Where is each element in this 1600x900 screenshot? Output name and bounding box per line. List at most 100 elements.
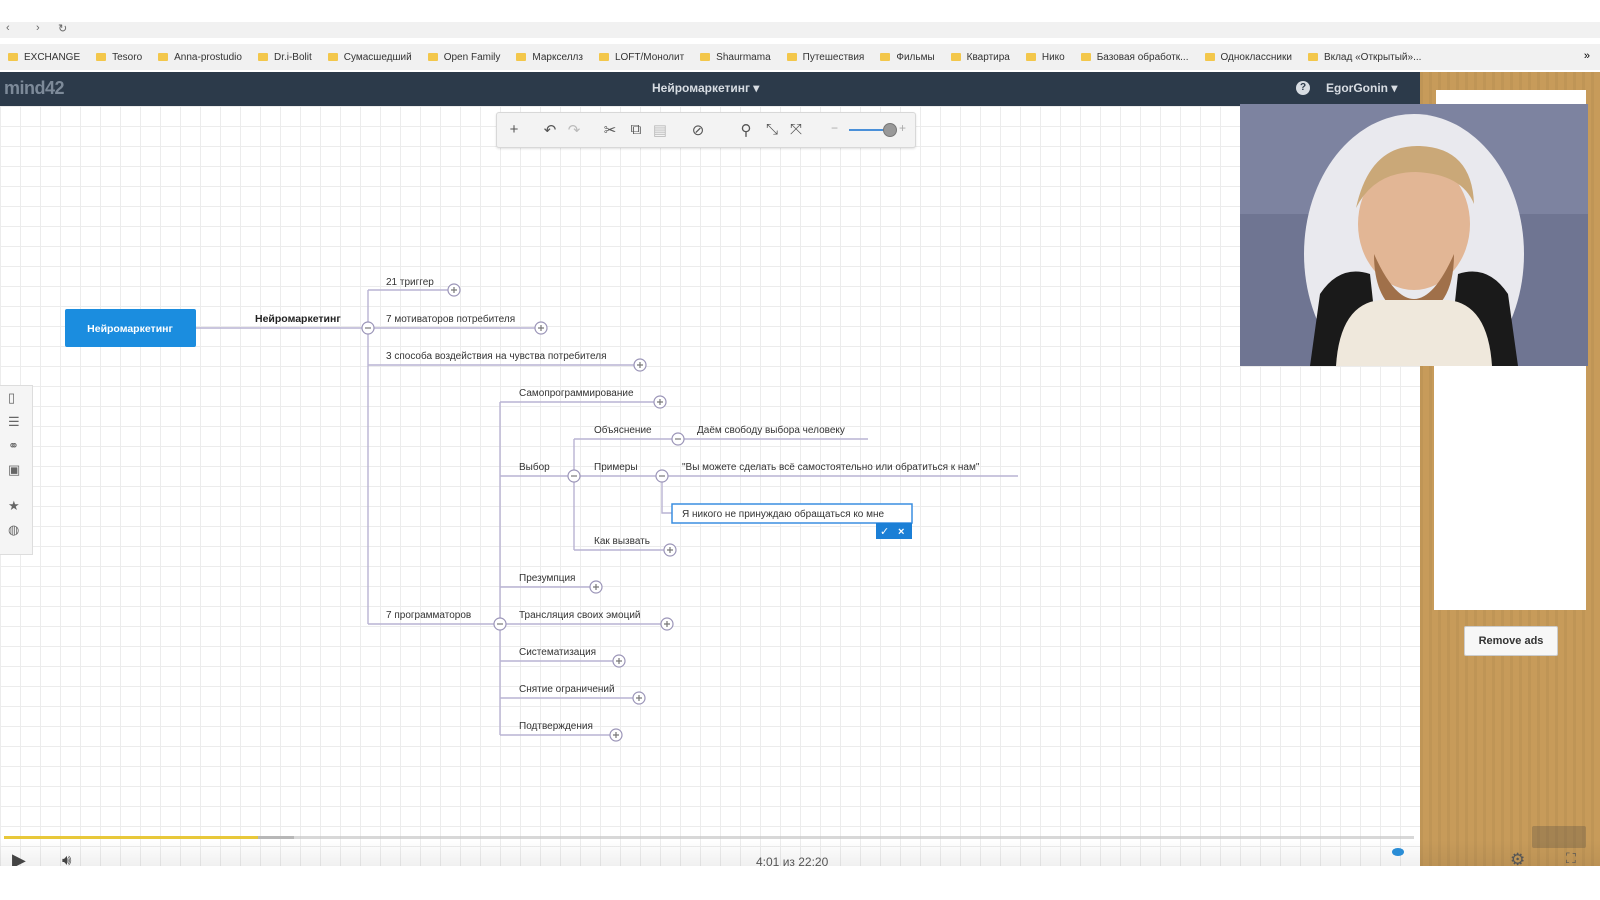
ad-slot [1434,366,1586,610]
root-node[interactable] [65,309,196,347]
node-quote[interactable]: "Вы можете сделать всё самостоятельно ил… [682,461,980,473]
play-icon[interactable]: ▶ [12,850,26,870]
ad-slot-top [1436,90,1586,104]
copy-icon[interactable]: ⧉ [630,121,642,138]
palette-icon[interactable]: ◍ [8,522,20,537]
mindmap-svg: Нейромаркетинг Нейромаркетинг 21 триггер… [65,277,1018,742]
bookmark-item[interactable]: Сумасшедший [327,52,412,63]
zoom-out-icon[interactable]: − [831,121,839,135]
bookmark-label: Dr.i-Bolit [273,51,312,63]
reload-icon[interactable]: ↻ [58,23,68,35]
volume-icon[interactable]: 🔊︎ [62,852,72,869]
image-icon[interactable]: ▣ [8,462,21,477]
undo-icon[interactable]: ↶ [543,122,557,139]
folder-icon [8,53,18,61]
node-limits[interactable]: Снятие ограничений [519,684,615,695]
bookmark-item[interactable]: EXCHANGE [8,52,80,63]
plus-icon [657,399,663,405]
bookmark-label: Квартира [966,51,1010,63]
node-system[interactable]: Систематизация [519,647,596,658]
video-progress-track[interactable] [4,836,1414,839]
bookmark-item[interactable]: Open Family [427,52,500,63]
zoom-slider-handle[interactable] [883,123,897,137]
folder-icon [950,53,961,61]
address-bar[interactable] [0,22,1600,38]
node-explain[interactable]: Объяснение [594,424,652,436]
hub-node-label[interactable]: Нейромаркетинг [255,313,341,325]
fullscreen-icon[interactable]: ⛶ [1566,850,1576,866]
quality-badge[interactable] [1532,826,1586,848]
expand-all-icon[interactable]: ⤡ [765,121,778,138]
folder-icon [700,53,711,61]
bookmark-item[interactable]: Маркселлз [516,52,583,63]
back-icon[interactable]: ‹ [6,22,10,34]
folder-icon [516,53,527,61]
app-logo[interactable]: mind42 [4,78,65,98]
plus-icon [667,547,673,553]
settings-icon[interactable]: ⚙ [1510,850,1526,869]
node-freedom[interactable]: Даём свободу выбора человеку [697,424,845,436]
link-icon[interactable]: ⚭ [8,438,19,453]
remove-ads-button[interactable]: Remove ads [1464,626,1558,656]
edit-node-text: Я никого не принуждаю обращаться ко мне [682,508,885,520]
add-node-icon[interactable]: + [509,121,519,138]
bookmark-item[interactable]: Tesoro [96,52,142,63]
redo-icon[interactable]: ↷ [567,122,581,139]
node-translate[interactable]: Трансляция своих эмоций [519,610,641,621]
bookmark-item[interactable]: LOFT/Монолит [598,52,684,63]
bookmark-item[interactable]: Одноклассники [1204,52,1292,63]
node-3-ways[interactable]: 3 способа воздействия на чувства потреби… [386,350,607,362]
folder-icon [158,53,169,61]
plus-icon [637,362,643,368]
user-menu[interactable]: EgorGonin ▾ [1326,81,1398,95]
bookmark-item[interactable]: Shaurmama [700,51,771,63]
mindmap-canvas[interactable]: Нейромаркетинг Нейромаркетинг 21 триггер… [0,106,1420,866]
bookmark-label: Shaurmama [716,51,771,63]
bookmark-item[interactable]: Нико [1025,52,1065,63]
bookmark-label: Базовая обработк... [1096,51,1189,63]
bookmark-label: Фильмы [896,51,935,63]
node-7-motivators[interactable]: 7 мотиваторов потребителя [386,313,515,325]
node-selfprog[interactable]: Самопрограммирование [519,388,634,399]
node-howcall[interactable]: Как вызвать [594,536,650,547]
bookmarks-more[interactable]: » [1583,50,1590,62]
bookmark-item[interactable]: Вклад «Открытый»... [1307,52,1421,63]
search-icon[interactable]: ⚲ [740,122,752,139]
cut-icon[interactable]: ✂ [603,122,617,139]
cancel-edit-icon[interactable]: × [898,526,904,538]
folder-icon [1025,53,1036,61]
folder-icon [598,53,609,61]
bookmark-item[interactable]: Квартира [950,51,1010,63]
document-title-menu[interactable]: Нейромаркетинг ▾ [652,81,760,95]
node-presump[interactable]: Презумпция [519,573,575,584]
edit-node-actions [876,523,912,539]
bookmark-item[interactable]: Путешествия [786,52,864,63]
left-tool-sidebar: ▯ ☰ ⚭ ▣ ★ ◍ [0,385,33,555]
node-21-trigger[interactable]: 21 триггер [386,277,434,288]
bookmark-item[interactable]: Anna-prostudio [158,52,242,63]
star-icon[interactable]: ★ [8,498,20,513]
zoom-in-icon[interactable]: + [899,121,907,135]
confirm-edit-icon[interactable]: ✓ [880,526,889,538]
collapse-all-icon[interactable]: ⤧ [789,121,802,138]
list-icon[interactable]: ☰ [8,414,20,429]
folder-icon [1204,53,1215,61]
edit-node-input[interactable] [671,503,913,524]
forward-icon[interactable]: › [36,22,40,34]
delete-icon[interactable]: ⊘ [691,122,705,139]
video-progress-fill [4,836,258,839]
zoom-slider[interactable] [849,129,895,131]
help-icon[interactable]: ? [1296,81,1310,95]
node-confirm[interactable]: Подтверждения [519,721,593,732]
presenter-video [1240,104,1588,366]
bookmark-item[interactable]: Фильмы [880,51,935,63]
bookmark-item[interactable]: Dr.i-Bolit [257,51,312,63]
node-7-programmers[interactable]: 7 программаторов [386,610,471,621]
node-examples[interactable]: Примеры [594,462,638,473]
note-icon[interactable]: ▯ [8,390,16,405]
bookmark-label: Маркселлз [532,51,583,63]
node-choice[interactable]: Выбор [519,461,550,473]
paste-icon[interactable]: ▤ [652,122,668,139]
bookmark-item[interactable]: Базовая обработк... [1080,51,1189,63]
plus-icon [636,695,642,701]
